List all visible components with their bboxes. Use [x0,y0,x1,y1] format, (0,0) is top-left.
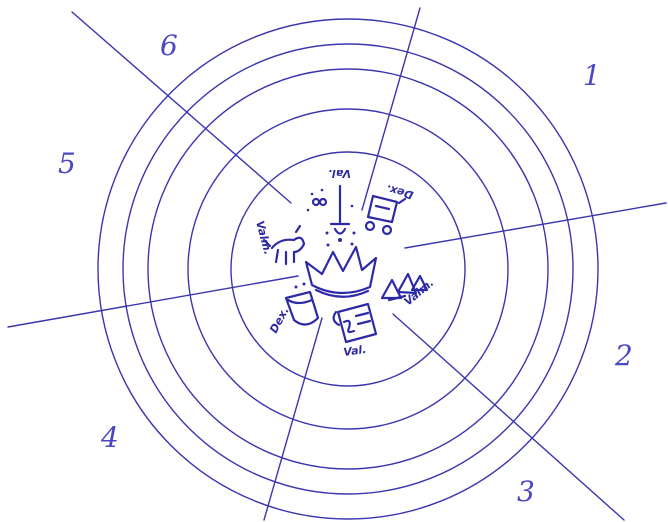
sector-label-1: 1 [583,59,601,92]
scroll-label: Val. [343,343,368,359]
sector-label-4: 4 [100,421,119,454]
ring-3 [148,69,548,469]
sector-label-6: 6 [160,29,178,62]
spoke-left [8,276,298,327]
sword-label: Val. [328,167,351,180]
cart-label: Dex. [384,182,414,202]
sector-label-2: 2 [614,339,633,372]
spoke-top [362,8,420,210]
sword-icon [307,186,356,247]
concentric-rings [98,19,598,519]
spoke-lower-right [393,314,624,520]
sector-label-5: 5 [58,147,76,180]
crown-icon [306,247,376,297]
spoke-upper-left [72,12,291,203]
beast-label: Valm. [253,219,274,256]
ring-4 [123,44,573,494]
ring-2 [188,109,508,429]
sector-label-3: 3 [517,475,535,508]
cup-label: Dex. [267,305,292,336]
ring-5 [98,19,598,519]
cup-icon [286,283,318,325]
spoke-right [405,203,666,248]
scroll-icon [334,304,376,342]
spoke-bottom [264,318,322,520]
cart-icon [366,196,405,234]
